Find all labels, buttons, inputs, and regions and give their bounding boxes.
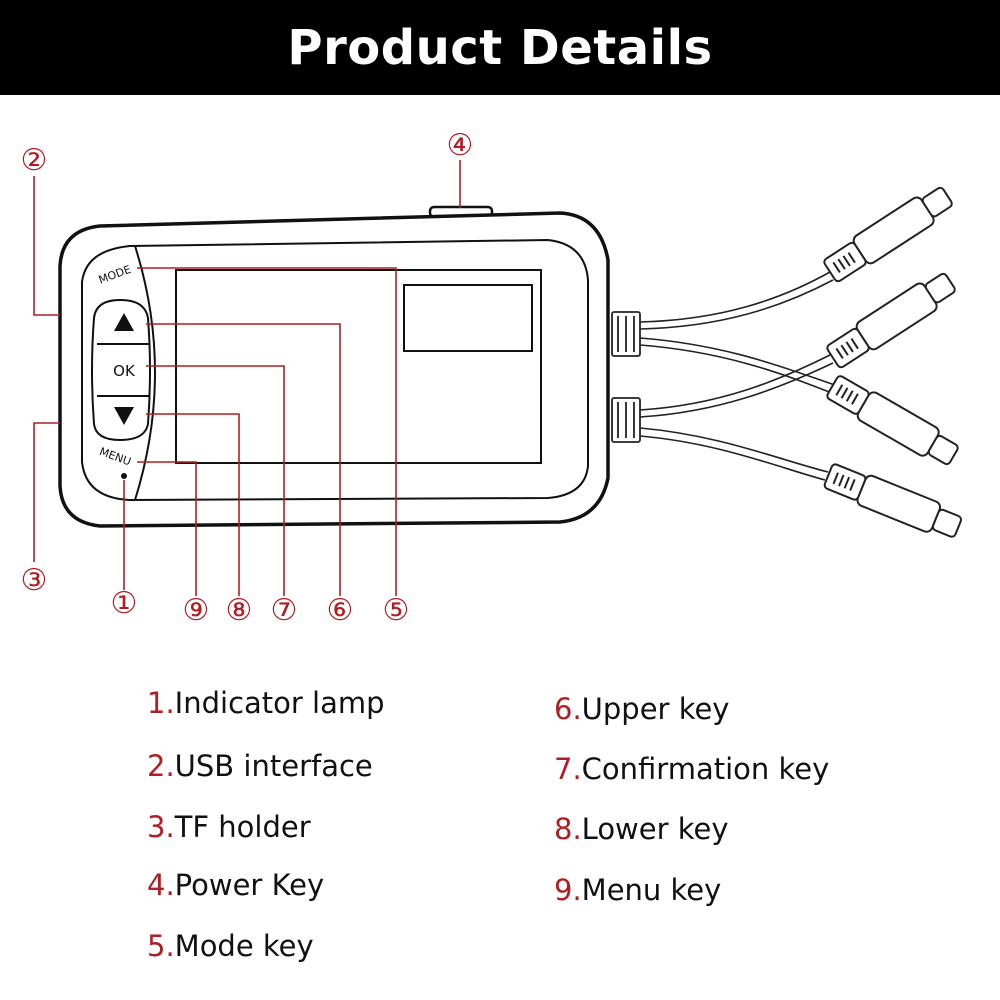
legend-item-2: 2.USB interface <box>147 749 373 783</box>
cable-4 <box>639 427 829 473</box>
legend-item-7: 7.Confirmation key <box>554 752 830 786</box>
leader-lines <box>33 160 461 596</box>
device-body <box>58 205 610 528</box>
leader-3 <box>33 422 60 562</box>
button-pad <box>91 298 151 442</box>
legend-item-5: 5.Mode key <box>147 929 314 963</box>
cable-4b <box>639 435 826 481</box>
plug-2 <box>826 272 956 369</box>
cable-3 <box>639 354 831 411</box>
callout-2: ② <box>21 143 48 178</box>
legend-item-4: 4.Power Key <box>147 868 325 902</box>
plug-4 <box>823 463 963 538</box>
cables <box>639 271 836 481</box>
leader-8 <box>146 413 240 596</box>
legend-item-6: 6.Upper key <box>554 692 730 726</box>
cable-1b <box>639 279 834 330</box>
screen-window <box>403 284 533 352</box>
side-connectors <box>611 311 641 443</box>
callout-3: ③ <box>21 563 48 598</box>
cable-2 <box>639 337 836 386</box>
leader-6 <box>146 323 341 596</box>
up-arrow-icon <box>114 313 134 331</box>
leader-5 <box>137 267 397 596</box>
header-bar: Product Details <box>0 0 1000 95</box>
legend-item-1: 1.Indicator lamp <box>147 686 385 720</box>
callout-9: ⑨ <box>183 593 210 628</box>
cable-2b <box>639 344 833 394</box>
plug-1 <box>823 186 953 283</box>
callout-4: ④ <box>447 128 474 163</box>
legend-item-9: 9.Menu key <box>554 873 722 907</box>
callout-8: ⑧ <box>226 593 253 628</box>
page-title: Product Details <box>287 19 713 76</box>
legend-item-8: 8.Lower key <box>554 812 729 846</box>
legend-item-3: 3.TF holder <box>147 810 311 844</box>
callout-7: ⑦ <box>271 593 298 628</box>
plug-3 <box>826 375 959 466</box>
leader-9 <box>137 461 197 596</box>
leader-7 <box>146 365 285 596</box>
indicator-lamp <box>121 473 127 479</box>
cable-1 <box>639 271 831 323</box>
callout-5: ⑤ <box>383 593 410 628</box>
cable-plugs <box>823 186 963 538</box>
cable-3b <box>639 362 834 418</box>
callout-6: ⑥ <box>327 593 354 628</box>
leader-2 <box>33 176 60 316</box>
callout-1: ① <box>111 586 138 621</box>
ok-label: OK <box>113 362 136 380</box>
down-arrow-icon <box>114 407 134 425</box>
